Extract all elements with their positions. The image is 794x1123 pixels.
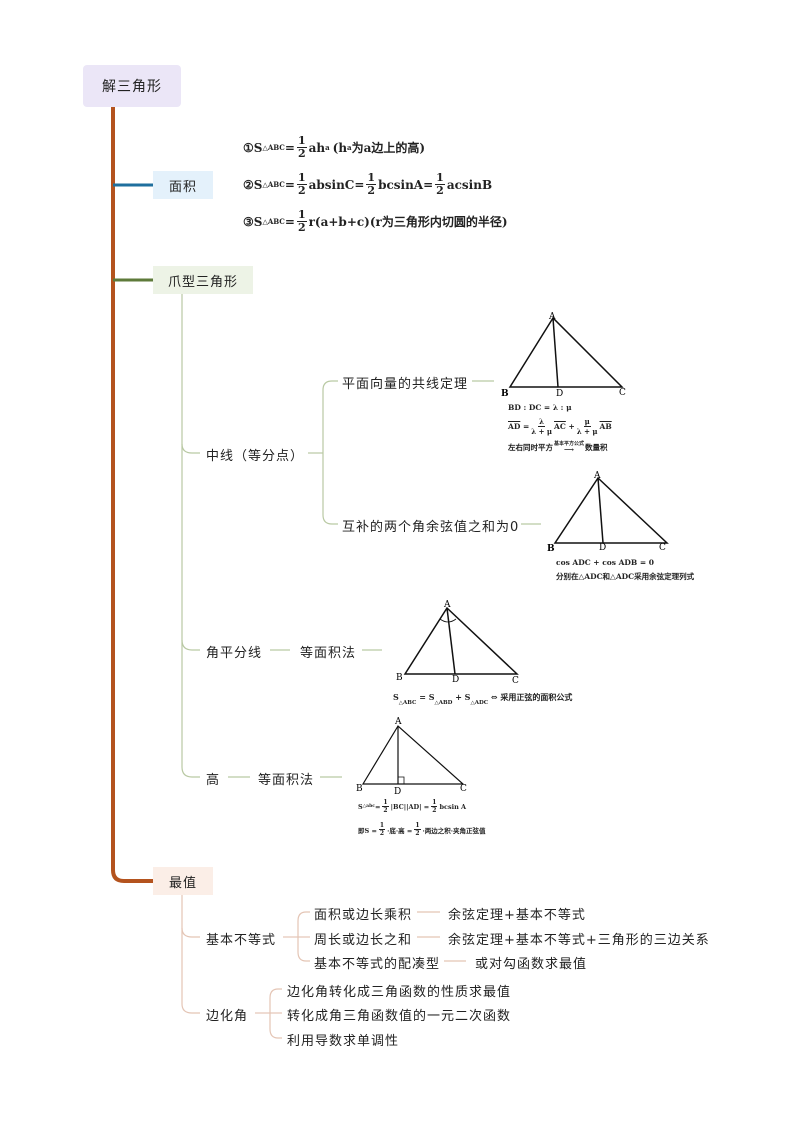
height-triangle: A B C D bbox=[356, 717, 467, 797]
svg-text:D: D bbox=[556, 389, 563, 399]
area-product-child[interactable]: 余弦定理+基本不等式 bbox=[448, 908, 586, 923]
svg-text:C: C bbox=[512, 676, 519, 684]
bisector-triangle: A B C D bbox=[396, 600, 519, 684]
bisector-node[interactable]: 角平分线 bbox=[206, 646, 263, 661]
svg-text:A: A bbox=[548, 312, 556, 322]
median-node[interactable]: 中线（等分点） bbox=[206, 449, 305, 464]
basic-inequality-node[interactable]: 基本不等式 bbox=[206, 933, 277, 948]
median-triangle-2: A B C D bbox=[547, 471, 669, 554]
perimeter-sum-child[interactable]: 余弦定理+基本不等式+三角形的三边关系 bbox=[448, 933, 710, 948]
combination-node[interactable]: 基本不等式的配凑型 bbox=[314, 957, 441, 972]
perimeter-sum-node[interactable]: 周长或边长之和 bbox=[314, 933, 413, 948]
ratio-line: BD : DC = λ : μ bbox=[508, 403, 572, 412]
square-line: 左右同时平方 基本平方公式 ⟶ 数量积 bbox=[508, 441, 608, 454]
root-topic[interactable]: 解三角形 bbox=[83, 65, 181, 107]
svg-text:C: C bbox=[659, 543, 666, 553]
cosine-sum-node[interactable]: 互补的两个角余弦值之和为0 bbox=[342, 520, 520, 535]
angle-item-3[interactable]: 利用导数求单调性 bbox=[287, 1034, 400, 1049]
svg-text:D: D bbox=[452, 675, 459, 684]
svg-text:B: B bbox=[356, 784, 363, 794]
topic-extreme-values[interactable]: 最值 bbox=[153, 867, 213, 895]
height-node[interactable]: 高 bbox=[206, 773, 221, 788]
side-to-angle-node[interactable]: 边化角 bbox=[206, 1009, 249, 1024]
bisector-formula: S△ABC = S△ABD + S△ADC ⇔ 采用正弦的面积公式 bbox=[393, 692, 573, 706]
svg-text:D: D bbox=[599, 543, 606, 553]
area-product-node[interactable]: 面积或边长乘积 bbox=[314, 908, 413, 923]
angle-item-1[interactable]: 边化角转化成三角函数的性质求最值 bbox=[287, 985, 512, 1000]
trunk-line bbox=[111, 107, 153, 883]
svg-text:B: B bbox=[547, 544, 555, 554]
combination-child[interactable]: 或对勾函数求最值 bbox=[475, 957, 588, 972]
collinear-node[interactable]: 平面向量的共线定理 bbox=[342, 377, 469, 392]
angle-item-2[interactable]: 转化成角三角函数值的一元二次函数 bbox=[287, 1009, 512, 1024]
topic-claw-triangle[interactable]: 爪型三角形 bbox=[153, 266, 253, 294]
cos-sum-formula: cos ADC + cos ADB = 0 bbox=[556, 558, 654, 567]
topic-area[interactable]: 面积 bbox=[153, 171, 213, 199]
svg-text:A: A bbox=[394, 717, 402, 727]
svg-text:B: B bbox=[396, 673, 403, 683]
cos-law-note: 分别在△ADC和△ADC采用余弦定理列式 bbox=[556, 572, 695, 581]
svg-text:A: A bbox=[593, 471, 601, 481]
svg-text:C: C bbox=[460, 784, 467, 794]
svg-text:B: B bbox=[501, 389, 509, 399]
height-equal-area-node[interactable]: 等面积法 bbox=[258, 773, 315, 788]
svg-text:D: D bbox=[394, 787, 401, 797]
svg-text:C: C bbox=[619, 388, 626, 398]
svg-text:A: A bbox=[443, 600, 451, 610]
median-triangle-1: A B C D bbox=[501, 312, 626, 399]
bisector-equal-area-node[interactable]: 等面积法 bbox=[300, 646, 357, 661]
